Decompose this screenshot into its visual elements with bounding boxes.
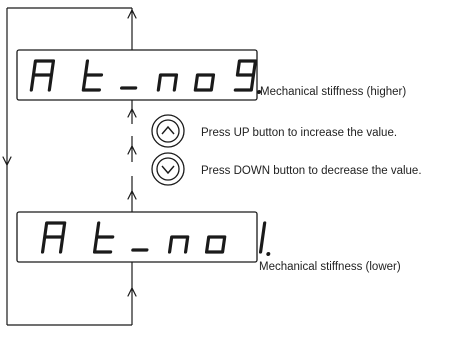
loop-arrows — [2, 8, 137, 297]
bottom-display — [16, 211, 271, 263]
top-display-digits — [29, 59, 262, 94]
up-button-icon — [151, 114, 185, 148]
arrow-up-3 — [127, 144, 137, 155]
bottom-display-caption: Mechanical stiffness (lower) — [259, 261, 401, 273]
arrow-up-2 — [127, 107, 137, 118]
arrow-down-left — [2, 156, 12, 167]
down-button-caption: Press DOWN button to decrease the value. — [201, 165, 422, 177]
top-display — [16, 49, 262, 101]
down-button-icon — [151, 152, 185, 186]
up-button-caption: Press UP button to increase the value. — [201, 127, 398, 139]
bottom-display-frame — [16, 211, 258, 263]
arrow-up-5 — [127, 286, 137, 297]
bottom-display-digits — [40, 221, 271, 256]
loop-lines — [6, 7, 133, 326]
arrow-up-4 — [127, 189, 137, 200]
arrow-up-1 — [127, 8, 137, 19]
top-display-caption: Mechanical stiffness (higher) — [260, 86, 407, 98]
